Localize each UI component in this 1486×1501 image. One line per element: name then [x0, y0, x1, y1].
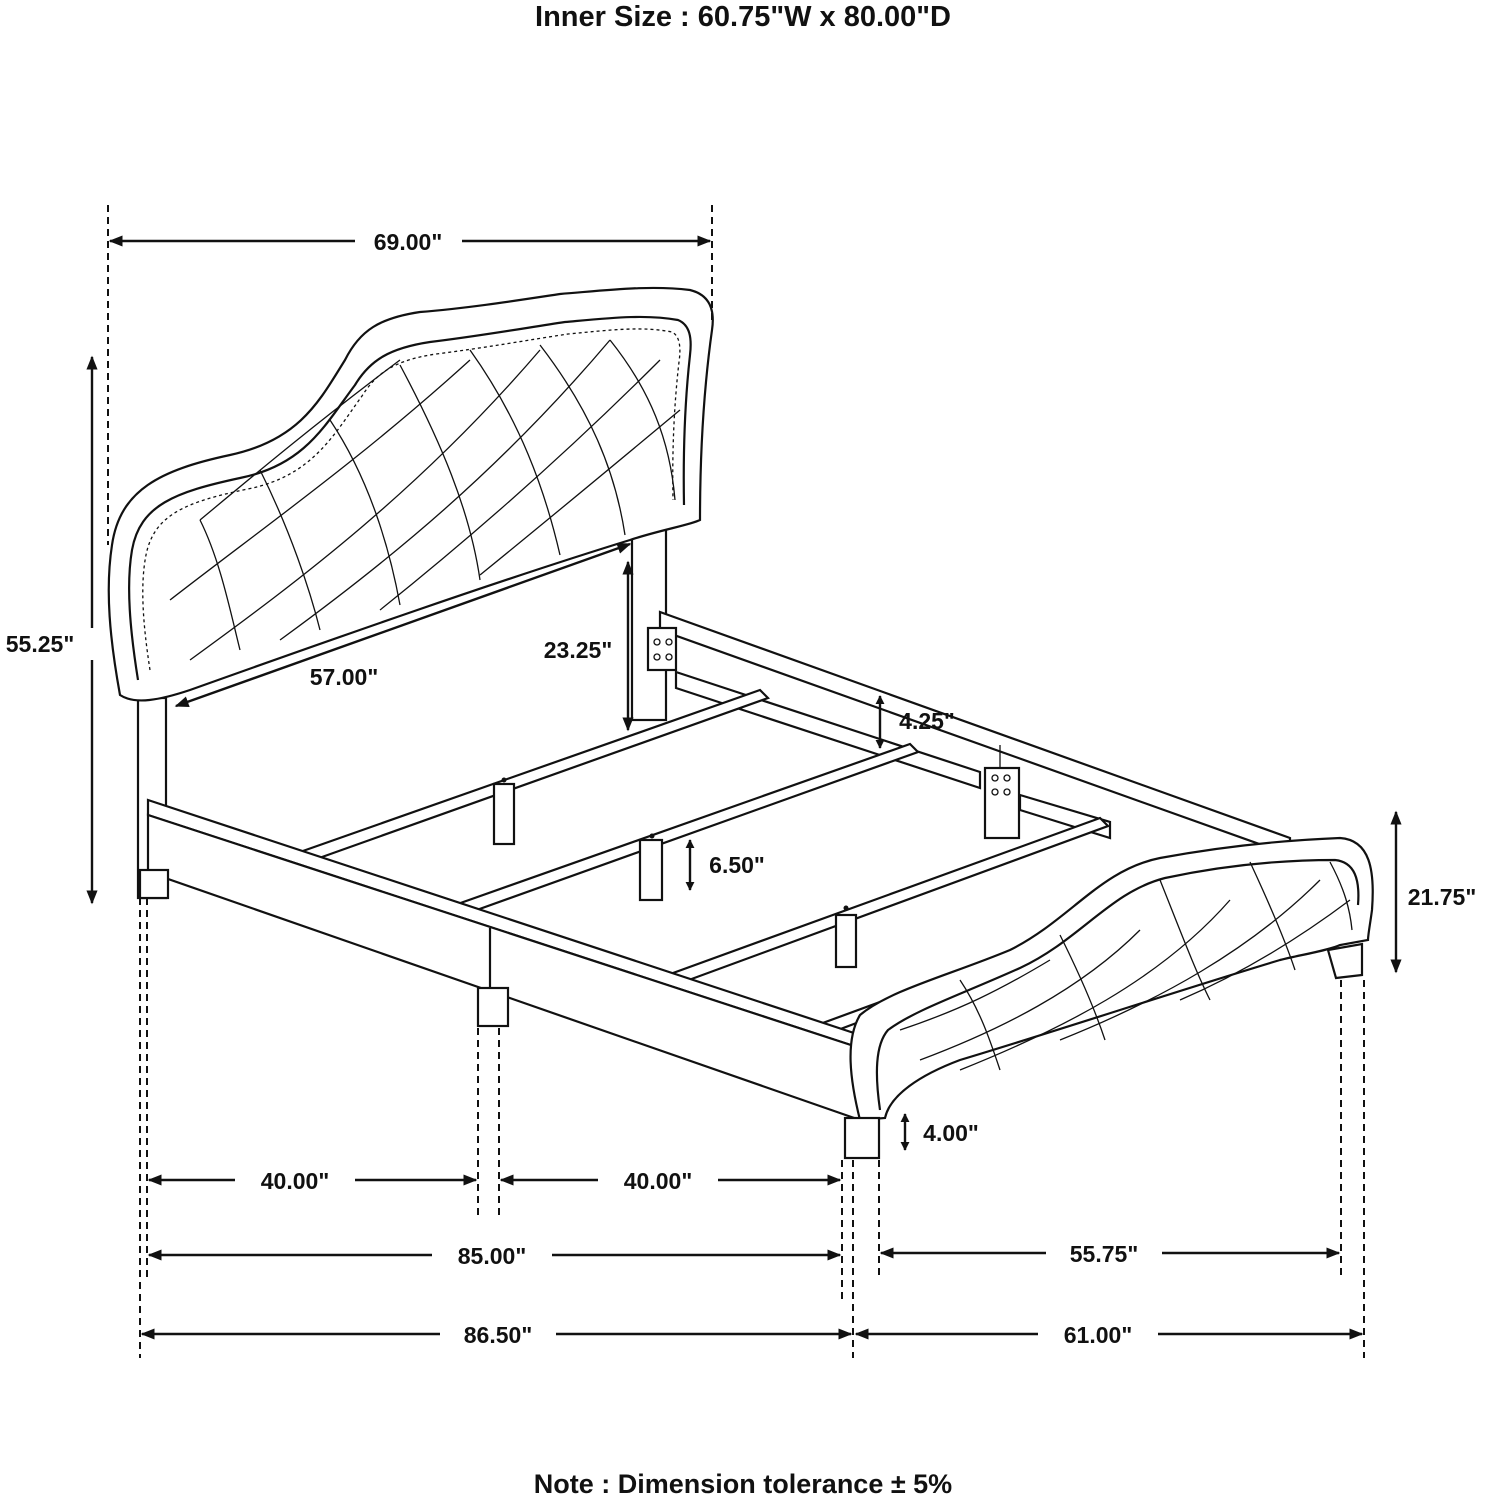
headboard-width-label: 69.00" — [374, 229, 442, 255]
support-legs — [492, 777, 858, 969]
footboard-height-label: 21.75" — [1408, 884, 1476, 910]
side-rail-section-2-label: 40.00" — [624, 1168, 692, 1194]
slat-support-height-label: 6.50" — [709, 852, 765, 878]
leg-height-label: 4.00" — [923, 1120, 979, 1146]
bed-illustration — [107, 286, 1374, 1160]
dimension-lines — [86, 205, 1402, 1358]
rail-height-label: 4.25" — [899, 708, 955, 734]
headboard — [107, 286, 714, 702]
footboard-tufting — [899, 861, 1353, 1071]
tolerance-note: Note : Dimension tolerance ± 5% — [533, 1469, 953, 1499]
overall-height-label: 55.25" — [6, 631, 74, 657]
side-rail-length-label: 85.00" — [458, 1243, 526, 1269]
overall-width-label: 61.00" — [1064, 1322, 1132, 1348]
footboard — [843, 836, 1374, 1160]
headboard-clearance-label: 23.25" — [544, 637, 612, 663]
dimension-labels: 69.00" 55.25" 57.00" 23.25" 4.25" 6.50" … — [6, 229, 1476, 1348]
far-side-rail — [646, 610, 1292, 857]
side-rail-section-1-label: 40.00" — [261, 1168, 329, 1194]
near-side-rail — [138, 798, 862, 1122]
headboard-panel-width-label: 57.00" — [310, 664, 378, 690]
inner-size-title: Inner Size : 60.75"W x 80.00"D — [535, 1, 951, 33]
inner-width-label: 55.75" — [1070, 1241, 1138, 1267]
overall-length-label: 86.50" — [464, 1322, 532, 1348]
